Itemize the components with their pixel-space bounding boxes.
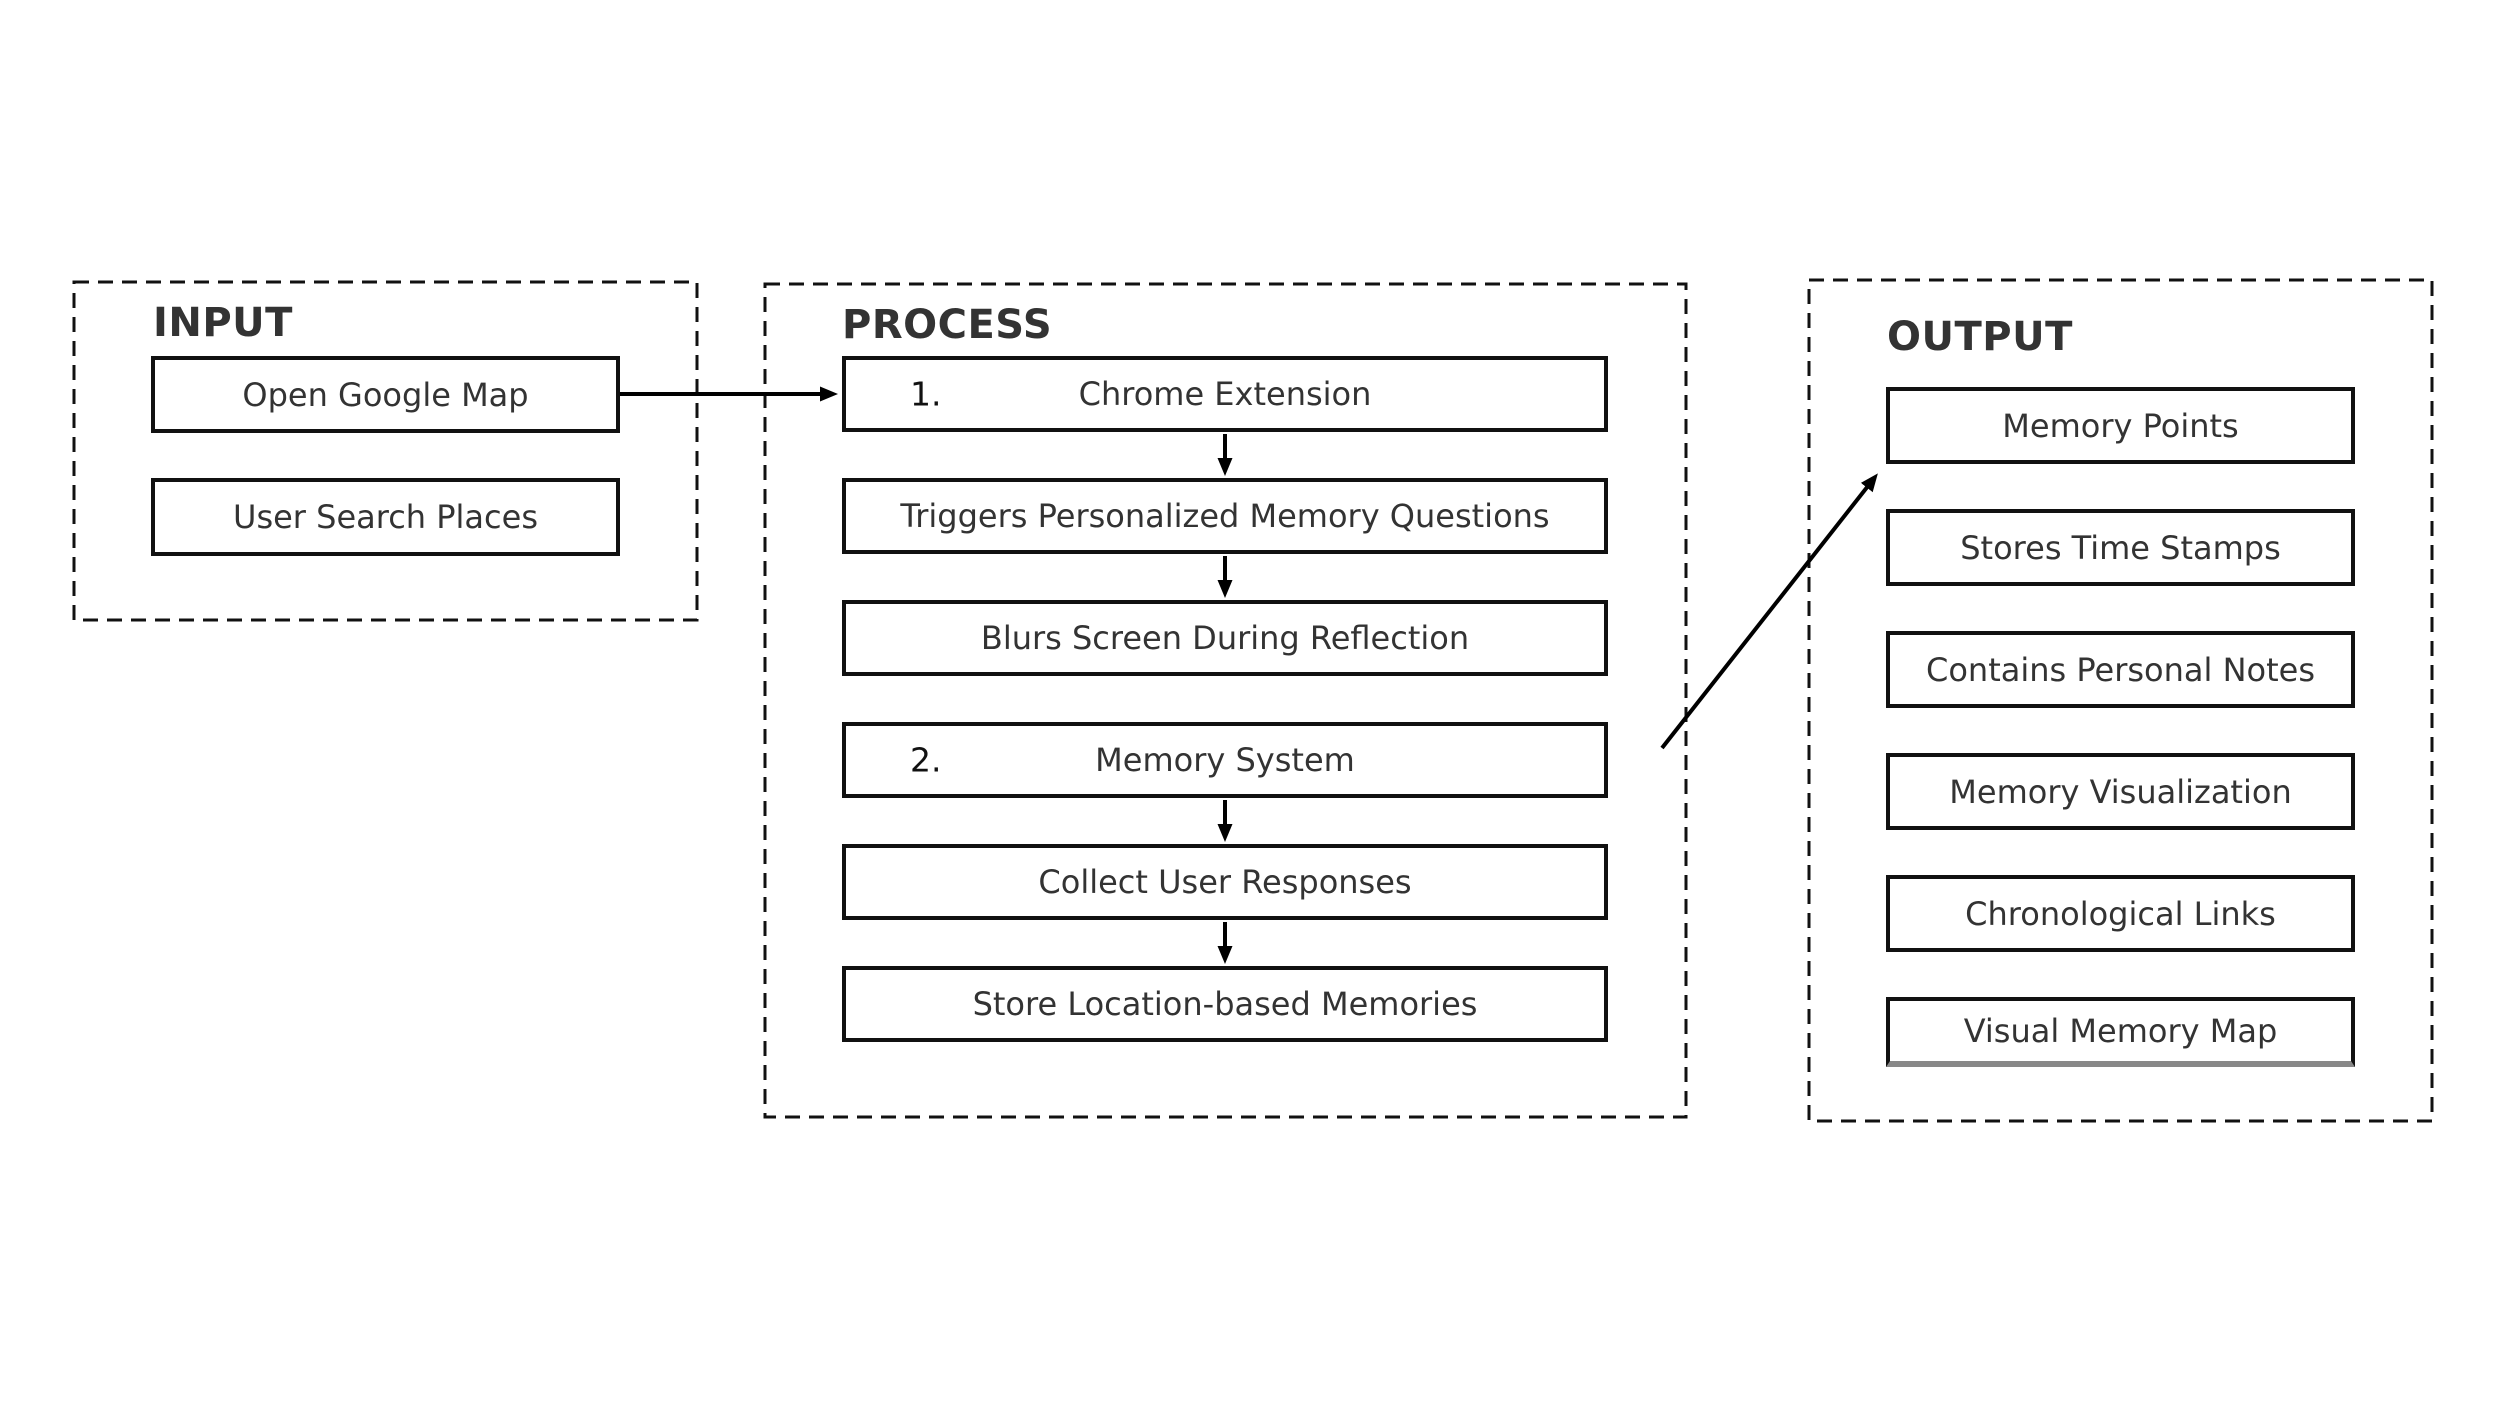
output-box-memory-points: Memory Points <box>1886 387 2355 464</box>
output-box-label: Chronological Links <box>1965 894 2276 933</box>
arrow-process-to-output-icon <box>1660 473 1878 750</box>
input-section-title: INPUT <box>153 300 293 346</box>
process-box-store-memories: Store Location-based Memories <box>842 966 1608 1042</box>
process-box-collect-responses: Collect User Responses <box>842 844 1608 920</box>
process-box-label: Store Location-based Memories <box>972 985 1478 1023</box>
process-section-border <box>763 282 1688 1119</box>
input-box-user-search-places: User Search Places <box>151 478 620 556</box>
input-box-label: User Search Places <box>233 498 538 536</box>
output-section-title: OUTPUT <box>1887 314 2073 360</box>
process-box-label: Collect User Responses <box>1038 863 1412 901</box>
output-box-label: Memory Points <box>2002 406 2239 445</box>
output-box-stores-time-stamps: Stores Time Stamps <box>1886 509 2355 586</box>
output-box-chronological-links: Chronological Links <box>1886 875 2355 952</box>
output-box-memory-visualization: Memory Visualization <box>1886 753 2355 830</box>
process-section-title: PROCESS <box>842 302 1053 348</box>
output-box-label: Memory Visualization <box>1949 772 2292 811</box>
process-box-blurs-screen: Blurs Screen During Reflection <box>842 600 1608 676</box>
process-box-label: Memory System <box>1095 741 1355 779</box>
output-box-label: Contains Personal Notes <box>1926 650 2315 689</box>
output-box-contains-personal-notes: Contains Personal Notes <box>1886 631 2355 708</box>
process-box-memory-system: 2. Memory System <box>842 722 1608 798</box>
output-box-label: Stores Time Stamps <box>1960 528 2281 567</box>
process-box-label: Blurs Screen During Reflection <box>980 619 1470 657</box>
input-box-open-google-map: Open Google Map <box>151 356 620 433</box>
step-number: 2. <box>910 740 942 780</box>
output-section-border <box>1807 278 2434 1123</box>
process-box-chrome-extension: 1. Chrome Extension <box>842 356 1608 432</box>
input-section-border <box>72 280 699 622</box>
process-box-triggers-questions: Triggers Personalized Memory Questions <box>842 478 1608 554</box>
step-number: 1. <box>910 374 942 414</box>
process-box-label: Triggers Personalized Memory Questions <box>900 497 1550 535</box>
process-box-label: Chrome Extension <box>1078 375 1372 413</box>
input-box-label: Open Google Map <box>242 375 529 414</box>
output-box-label: Visual Memory Map <box>1963 1012 2278 1050</box>
output-box-visual-memory-map: Visual Memory Map <box>1886 997 2355 1067</box>
